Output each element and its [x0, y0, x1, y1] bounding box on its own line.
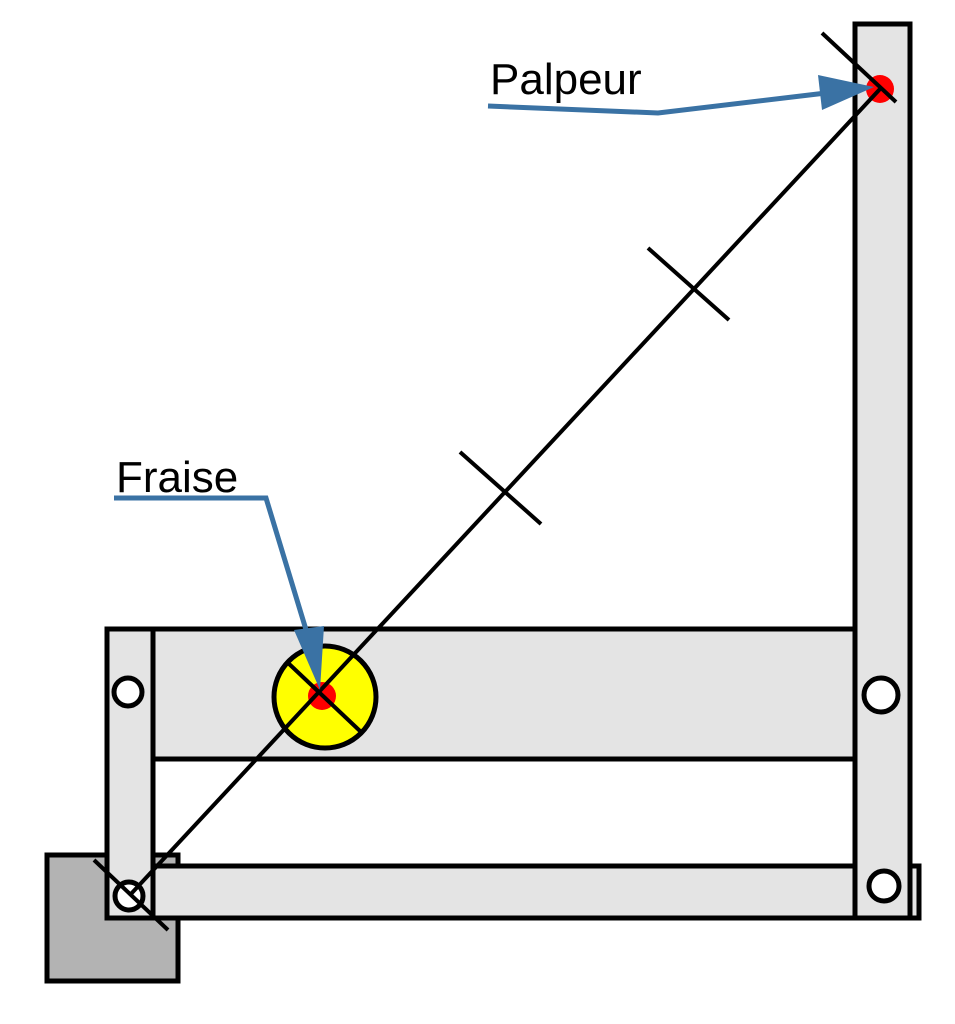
pivot-hole-right-middle	[861, 675, 901, 715]
cross-mark-probe	[820, 31, 898, 104]
cross-mark-base	[92, 858, 170, 932]
lower-horizontal-bar	[104, 863, 912, 921]
probe-arrow-head	[818, 75, 874, 110]
cross-mark-lower	[458, 450, 543, 526]
right-vertical-bar	[852, 21, 913, 921]
probe-leader-line	[487, 90, 827, 116]
cross-mark-cutter	[284, 659, 362, 733]
upper-horizontal-bar	[104, 626, 890, 762]
cutter-label: Fraise	[116, 453, 238, 502]
cutter-leader-line	[114, 495, 310, 634]
left-vertical-bar	[104, 626, 156, 921]
cutter-arrow-head	[294, 626, 324, 690]
pivot-hole-right-bottom	[866, 868, 902, 904]
pivot-hole-left-top	[111, 675, 145, 709]
probe-label: Palpeur	[490, 55, 642, 104]
cross-mark-upper	[646, 246, 731, 322]
